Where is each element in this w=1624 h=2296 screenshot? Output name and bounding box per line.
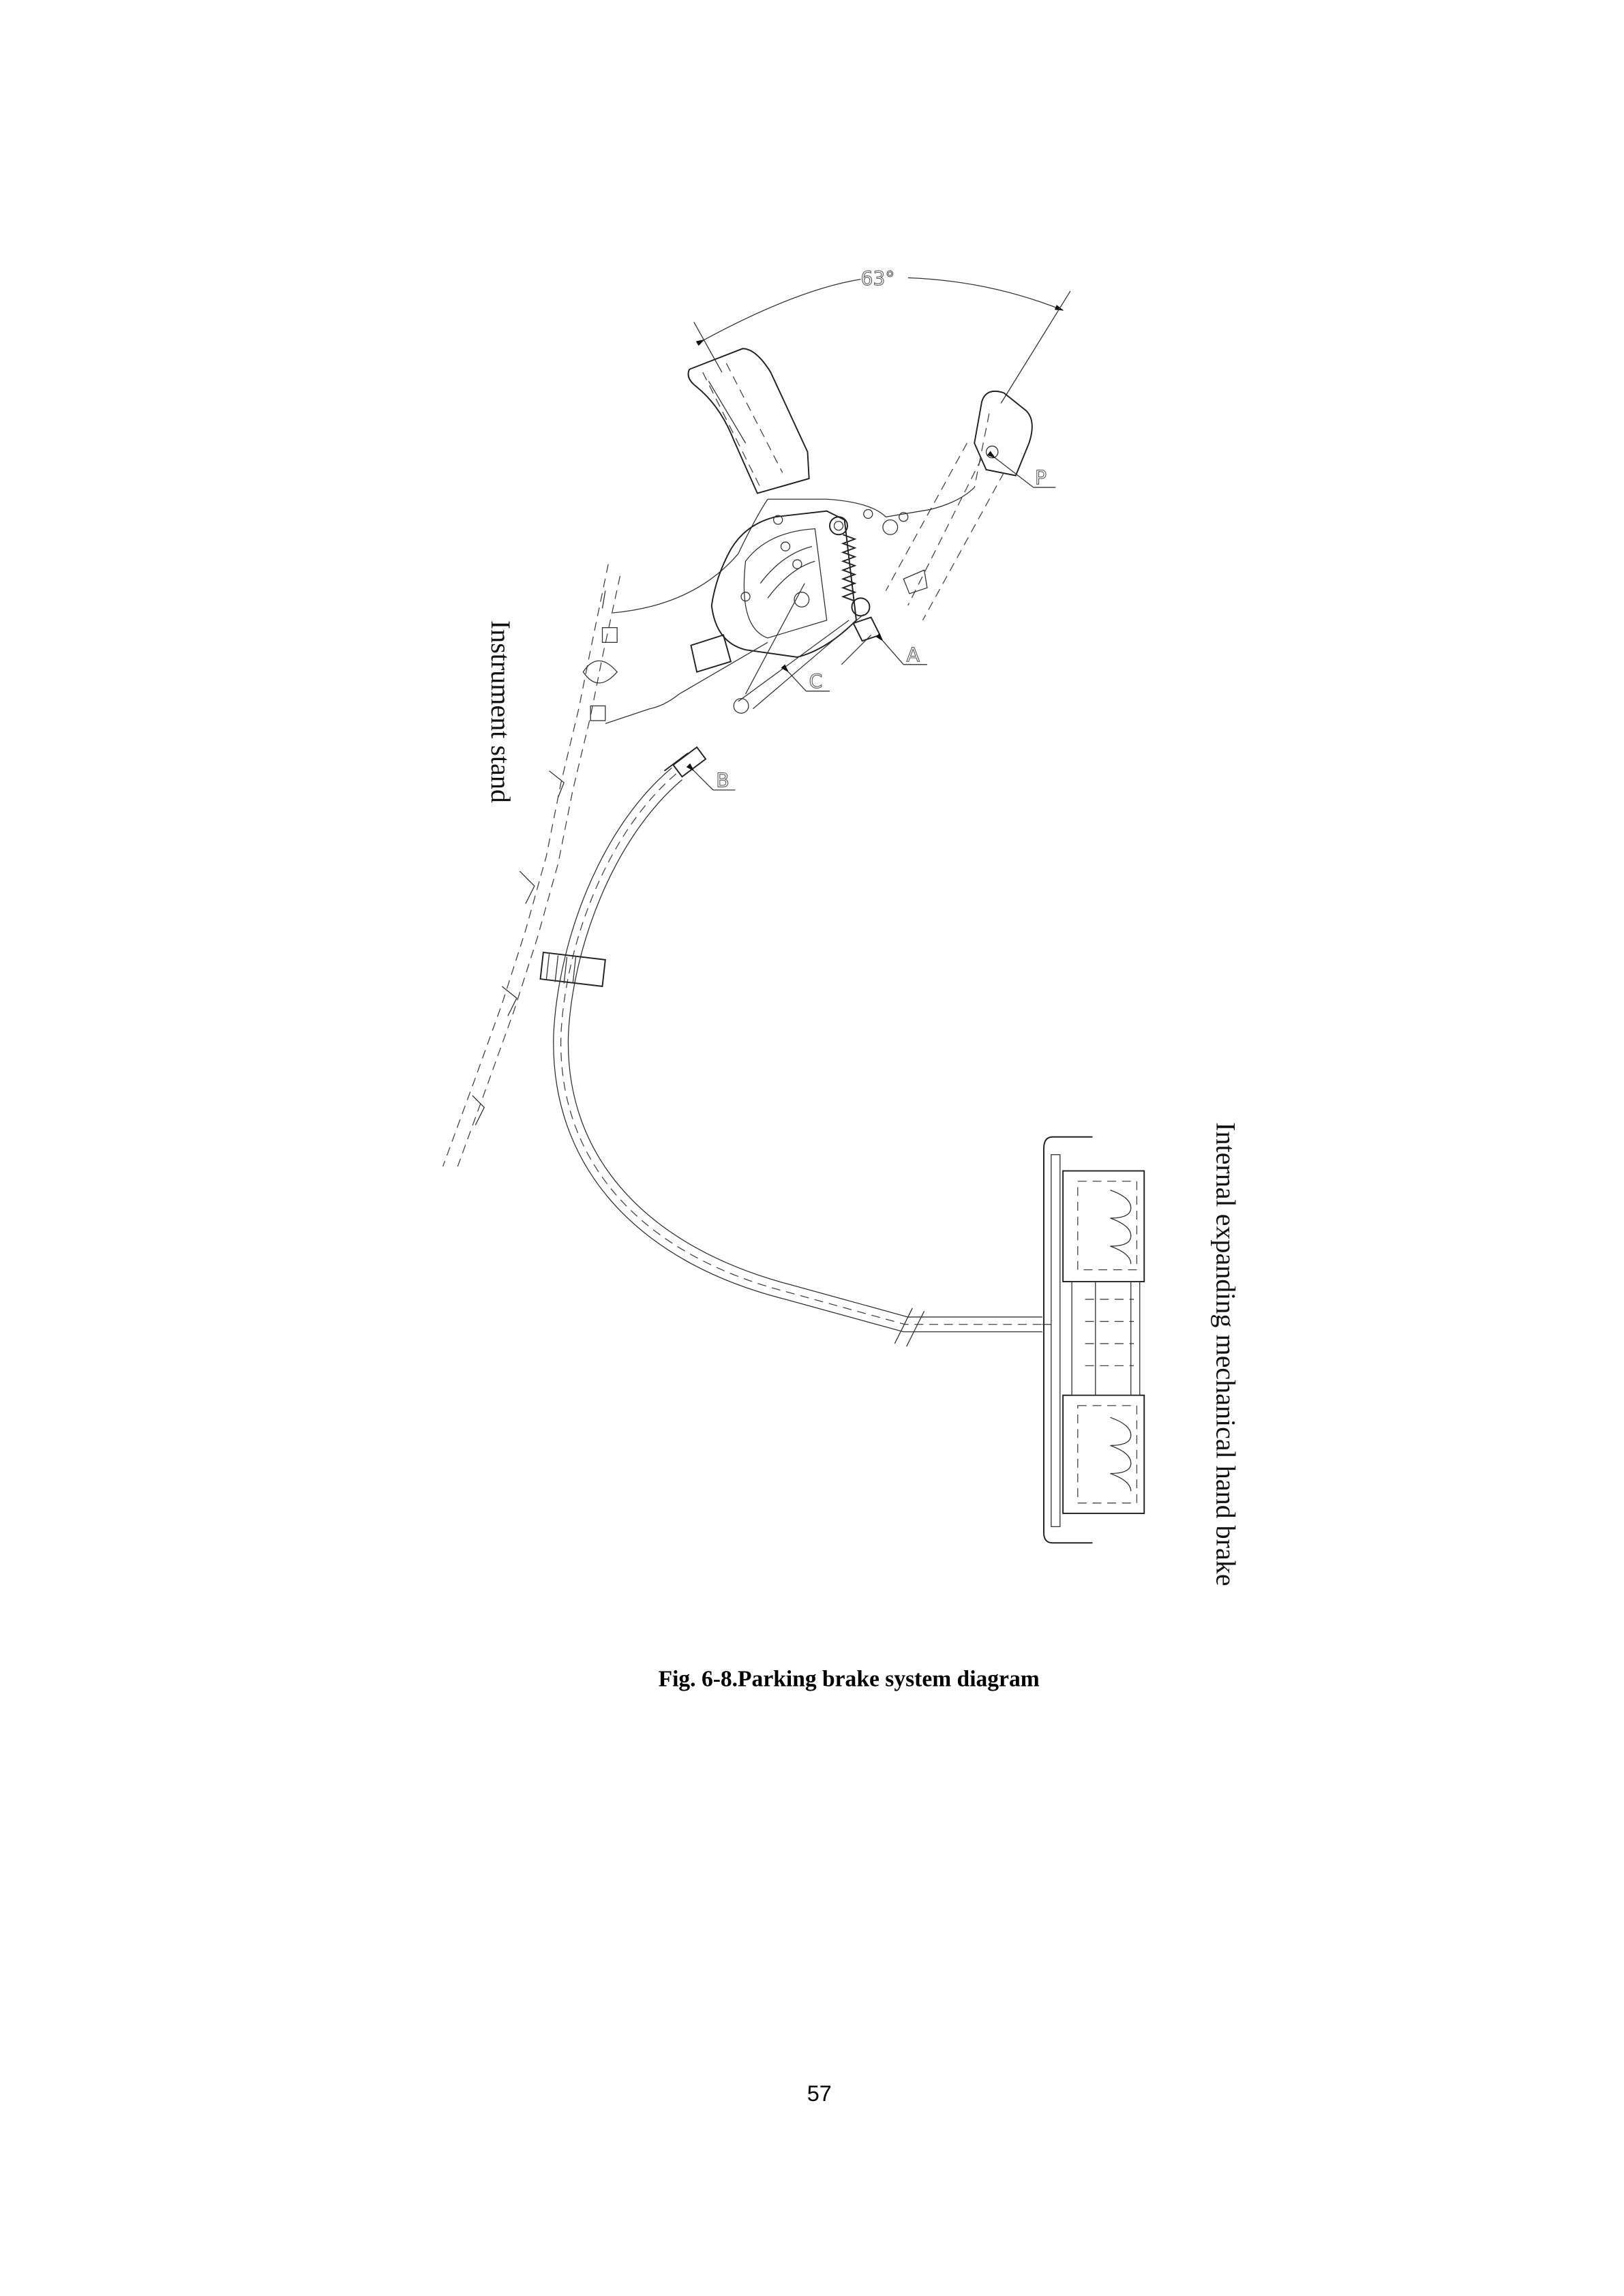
hand-brake-assembly [1042,1136,1145,1544]
svg-text:P: P [1035,467,1047,489]
callout-p: P [987,451,1056,489]
callout-b: B [686,763,736,792]
page-number: 57 [807,2081,832,2106]
instrument-stand-outline [442,564,621,1167]
angle-dimension: 63° [693,267,1071,404]
brake-label: Internal expanding mechanical hand brake [1210,1122,1241,1586]
brake-cable [539,746,1042,1347]
callout-c: C [781,664,830,693]
svg-text:B: B [716,770,729,792]
lever-mechanism [605,487,975,725]
callout-a: A [875,633,927,667]
hand-lever [687,348,1033,621]
angle-label: 63° [860,267,894,290]
figure-caption: Fig. 6-8.Parking brake system diagram [659,1666,1040,1691]
svg-text:A: A [907,644,920,666]
svg-text:C: C [809,670,823,693]
instrument-stand-label: Instrument stand [485,620,516,803]
